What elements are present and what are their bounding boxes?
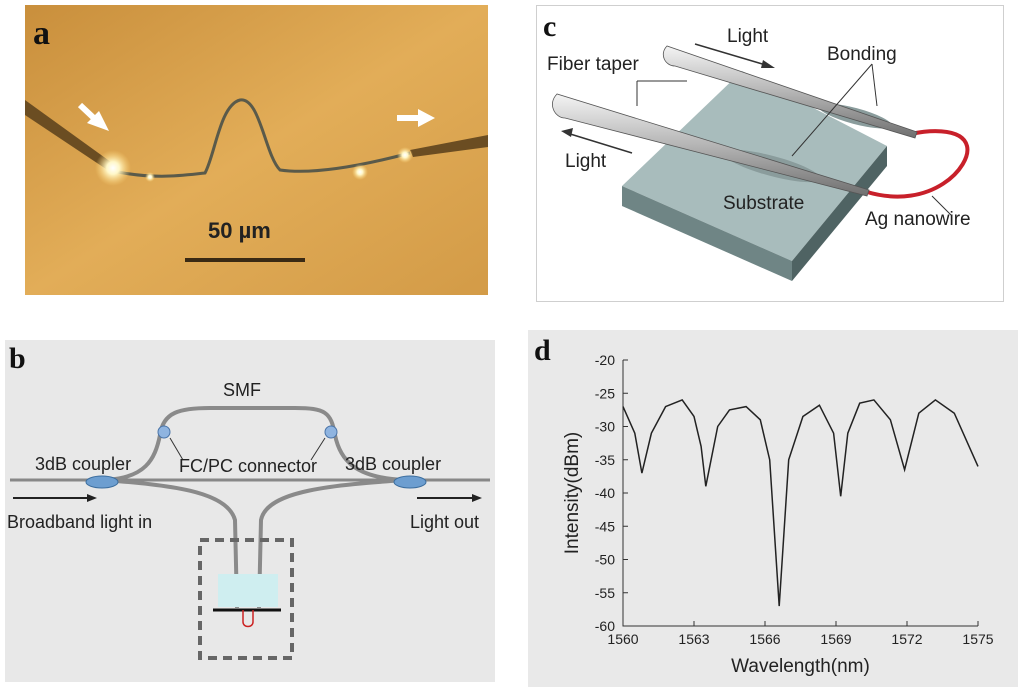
series-line <box>622 398 979 607</box>
y-tick-label: -60 <box>595 618 615 634</box>
substrate-label: Substrate <box>723 193 805 214</box>
left-fiber-taper <box>25 100 115 171</box>
nanowire-label: Ag nanowire <box>865 209 971 230</box>
setup-drawing <box>10 406 490 660</box>
panel-d-spectrum: d -20 -25 -30 -35 -40 -45 -50 -55 -60 1560 1563 15… <box>528 330 1018 687</box>
y-tick-label: -20 <box>595 352 615 368</box>
light-label-top: Light <box>727 26 769 47</box>
light-out-arrow-icon <box>417 494 482 502</box>
scale-bar-label: 50 µm <box>208 218 271 243</box>
light-label-left: Light <box>565 151 607 172</box>
x-tick-label: 1560 <box>607 631 638 647</box>
light-arrow-right-icon <box>694 43 775 68</box>
x-tick-label: 1572 <box>891 631 922 647</box>
y-tick-label: -40 <box>595 485 615 501</box>
coupler-left <box>85 475 119 489</box>
panel-c-label: c <box>543 10 557 43</box>
y-tick-label: -45 <box>595 518 615 534</box>
y-tick-label: -35 <box>595 452 615 468</box>
y-axis-label: Intensity(dBm) <box>562 432 583 554</box>
light-in-arrow-icon <box>13 494 97 502</box>
light-out-label: Light out <box>410 512 480 532</box>
micrograph-drawing <box>25 5 488 295</box>
y-tick-label: -50 <box>595 552 615 568</box>
x-axis-label: Wavelength(nm) <box>731 656 870 677</box>
sensor-region-box <box>198 538 294 660</box>
coupler-left-label: 3dB coupler <box>35 454 132 474</box>
x-tick-label: 1566 <box>749 631 780 647</box>
input-arrow-icon <box>77 102 109 131</box>
smf-label: SMF <box>223 380 261 400</box>
panel-a-micrograph: a 50 µm <box>25 5 488 295</box>
panel-d-label: d <box>534 334 551 367</box>
right-fiber-taper <box>410 135 488 157</box>
input-glow <box>95 150 131 186</box>
connector-label: FC/PC connector <box>179 456 318 476</box>
bonding-label: Bonding <box>827 44 897 65</box>
spectrum-chart: -20 -25 -30 -35 -40 -45 -50 -55 -60 1560 1563 1566… <box>562 352 994 677</box>
x-tick-label: 1569 <box>820 631 851 647</box>
light-in-label: Broadband light in <box>7 512 153 532</box>
x-tick-label: 1563 <box>678 631 709 647</box>
output-arrow-icon <box>397 109 435 127</box>
nanowire-loop <box>242 610 254 628</box>
light-arrow-left-icon <box>561 128 633 154</box>
substrate-block <box>218 574 278 607</box>
fiber-taper-upper <box>662 45 918 139</box>
y-tick-label: -30 <box>595 419 615 435</box>
y-tick-label: -25 <box>595 385 615 401</box>
fc-pc-connector-right <box>324 425 338 439</box>
axis-lines <box>622 360 978 627</box>
fc-pc-connector-left <box>157 425 171 439</box>
x-tick-label: 1575 <box>962 631 993 647</box>
coupler-right-label: 3dB coupler <box>345 454 442 474</box>
fiber-taper-label: Fiber taper <box>547 54 639 75</box>
coupler-right <box>393 475 427 489</box>
y-tick-label: -55 <box>595 585 615 601</box>
nanowire <box>112 98 411 178</box>
panel-c-schematic: c Light Fiber taper Bonding Light Substr… <box>536 5 1004 302</box>
panel-a-label: a <box>33 15 50 52</box>
schematic-drawing <box>552 43 970 281</box>
panel-b-setup: b SMF 3dB coupler FC/PC connector 3dB co… <box>5 340 495 682</box>
fiber-taper-lower <box>552 93 870 197</box>
smf-loop <box>104 406 406 482</box>
ag-nanowire <box>866 129 970 199</box>
panel-b-label: b <box>9 342 26 375</box>
